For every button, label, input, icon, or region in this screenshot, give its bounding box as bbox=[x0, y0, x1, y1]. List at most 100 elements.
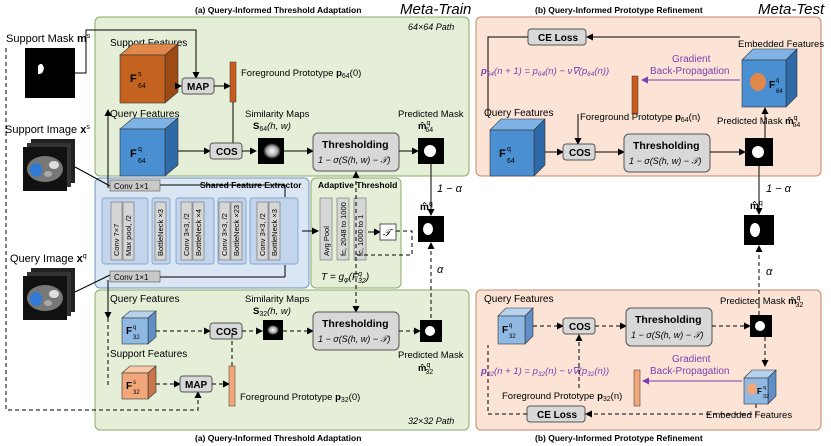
resnet-block-label: Conv 3×3, /2 bbox=[220, 213, 229, 256]
svg-text:F: F bbox=[757, 387, 762, 396]
svg-text:F: F bbox=[502, 325, 508, 336]
fusion-one-minus-alpha: 1 − α bbox=[437, 183, 463, 195]
resnet-block bbox=[180, 201, 193, 261]
support-mask-image bbox=[25, 48, 75, 98]
svg-text:64: 64 bbox=[776, 89, 783, 95]
fs64-cube: F s 64 bbox=[119, 43, 179, 104]
resnet-block bbox=[256, 201, 269, 261]
support-image-label: Support Image xs bbox=[5, 124, 90, 136]
proto32-bar bbox=[228, 365, 236, 407]
test-embedded-top: Embedded Features bbox=[738, 39, 824, 50]
test-embedded-cube-bottom: F q 32 bbox=[743, 369, 777, 405]
cos64-label: COS bbox=[216, 147, 238, 158]
mask-to-map32-dashed bbox=[5, 48, 202, 411]
test-gradient-top: Gradient bbox=[672, 54, 711, 65]
adaptive-layer-label: Avg Pool bbox=[322, 226, 331, 256]
query-to-extractor bbox=[74, 274, 111, 293]
test-ce-bottom-feedback bbox=[487, 345, 527, 415]
resnet-block bbox=[218, 201, 231, 261]
svg-text:F: F bbox=[769, 80, 775, 91]
pred64-blob bbox=[424, 145, 436, 157]
resnet-block-label: Conv 7×7 bbox=[112, 224, 121, 256]
svg-text:32: 32 bbox=[133, 390, 140, 396]
test-fused-blob bbox=[750, 223, 760, 237]
test-proto32-label: Foreground Prototype p32(n) bbox=[502, 391, 622, 403]
map32-label: MAP bbox=[185, 380, 208, 391]
thr64-formula: 1 − σ(S(h, w) − 𝒯) bbox=[318, 155, 390, 165]
thr32-formula: 1 − σ(S(h, w) − 𝒯) bbox=[318, 334, 390, 344]
sim32-formula: S32(h, w) bbox=[253, 306, 291, 318]
resnet-block bbox=[268, 201, 281, 261]
resnet-block-label: BottleNeck ×3 bbox=[156, 209, 165, 256]
svg-text:q: q bbox=[507, 146, 511, 153]
path64-label: 64×64 Path bbox=[408, 22, 454, 32]
fused-blob bbox=[423, 223, 433, 235]
query-image-stack bbox=[23, 268, 75, 320]
test-embedded-cube-top: F q 64 bbox=[741, 48, 798, 108]
test-thr32-formula: 1 − σ(S(h, w) − 𝒯) bbox=[631, 330, 703, 340]
adaptive-title: Adaptive Threshold bbox=[318, 180, 397, 190]
test-ce-top-label: CE Loss bbox=[538, 33, 578, 44]
sim64-blob bbox=[263, 143, 281, 159]
test-thr32-box bbox=[625, 307, 713, 347]
svg-text:F: F bbox=[126, 326, 132, 337]
test-ce-top-feedback bbox=[487, 36, 528, 115]
test-thr64-label: Thresholding bbox=[633, 140, 700, 152]
title-top-left: (a) Query-Informed Threshold Adaptation bbox=[195, 5, 361, 15]
test-fq32-cube: F q 32 bbox=[497, 307, 534, 345]
svg-text:F: F bbox=[130, 148, 137, 160]
test-top-panel bbox=[475, 16, 822, 177]
test-proto32-bar bbox=[633, 369, 641, 407]
resnet-block bbox=[110, 201, 123, 261]
test-cos64-label: COS bbox=[569, 148, 591, 159]
test-query-features-top: Query Features bbox=[484, 108, 553, 119]
path32-support-features: Support Features bbox=[110, 349, 187, 360]
cos32-label: COS bbox=[216, 327, 238, 338]
test-embedded-bottom: Embedded Features bbox=[706, 410, 792, 421]
test-backprop-top: Back-Propagation bbox=[650, 66, 730, 77]
svg-text:64: 64 bbox=[138, 158, 146, 165]
svg-text:F: F bbox=[499, 148, 506, 160]
T-to-thr32 bbox=[352, 230, 413, 313]
svg-text:q: q bbox=[509, 323, 512, 329]
sim32-label: Similarity Maps bbox=[245, 294, 310, 305]
resnet-block-label: Conv 3×3, /2 bbox=[182, 213, 191, 256]
test-ce-bottom-label: CE Loss bbox=[537, 410, 577, 421]
title-bottom-right: (b) Query-Informed Prototype Refinement bbox=[535, 433, 703, 443]
svg-text:q: q bbox=[776, 78, 779, 84]
test-update-rule-bottom: p32(n + 1) = p32(n) − ν∇(p32(n)) bbox=[480, 366, 609, 378]
fq64-cube: F q 64 bbox=[119, 117, 179, 177]
mask-to-map-line bbox=[75, 29, 200, 79]
svg-text:64: 64 bbox=[507, 158, 515, 165]
test-thr32-label: Thresholding bbox=[635, 314, 702, 326]
resnet-block-label: BottleNeck ×4 bbox=[194, 209, 203, 256]
title-bottom-left: (a) Query-Informed Threshold Adaptation bbox=[195, 433, 361, 443]
adaptive-layer-label: fc, 1000 to 1 bbox=[356, 215, 365, 256]
path32-label: 32×32 Path bbox=[408, 416, 454, 426]
test-cos32-label: COS bbox=[569, 322, 591, 333]
title-meta-train: Meta-Train bbox=[400, 1, 471, 18]
test-proto64-label: Foreground Prototype p64(n) bbox=[580, 112, 700, 124]
support-mask-label: Support Mask ms bbox=[6, 33, 91, 45]
resnet-block-label: BottleNeck ×3 bbox=[270, 209, 279, 256]
resnet-block bbox=[192, 201, 205, 261]
test-pred32-blob bbox=[755, 321, 765, 331]
support-image-stack bbox=[23, 139, 75, 191]
proto32-label: Foreground Prototype p32(0) bbox=[240, 392, 360, 404]
support-to-extractor bbox=[74, 166, 111, 187]
resnet-block bbox=[230, 201, 243, 261]
T-symbol: 𝒯 bbox=[383, 228, 394, 239]
proto64-label: Foreground Prototype p64(0) bbox=[241, 68, 361, 80]
test-mq: m̂q bbox=[750, 200, 763, 212]
svg-text:F: F bbox=[126, 381, 132, 392]
test-proto64-bar bbox=[631, 75, 639, 115]
resnet-block bbox=[122, 201, 135, 261]
fusion-alpha: α bbox=[437, 264, 444, 276]
test-update-rule-top: p64(n + 1) = p64(n) − ν∇(p64(n)) bbox=[480, 66, 609, 78]
